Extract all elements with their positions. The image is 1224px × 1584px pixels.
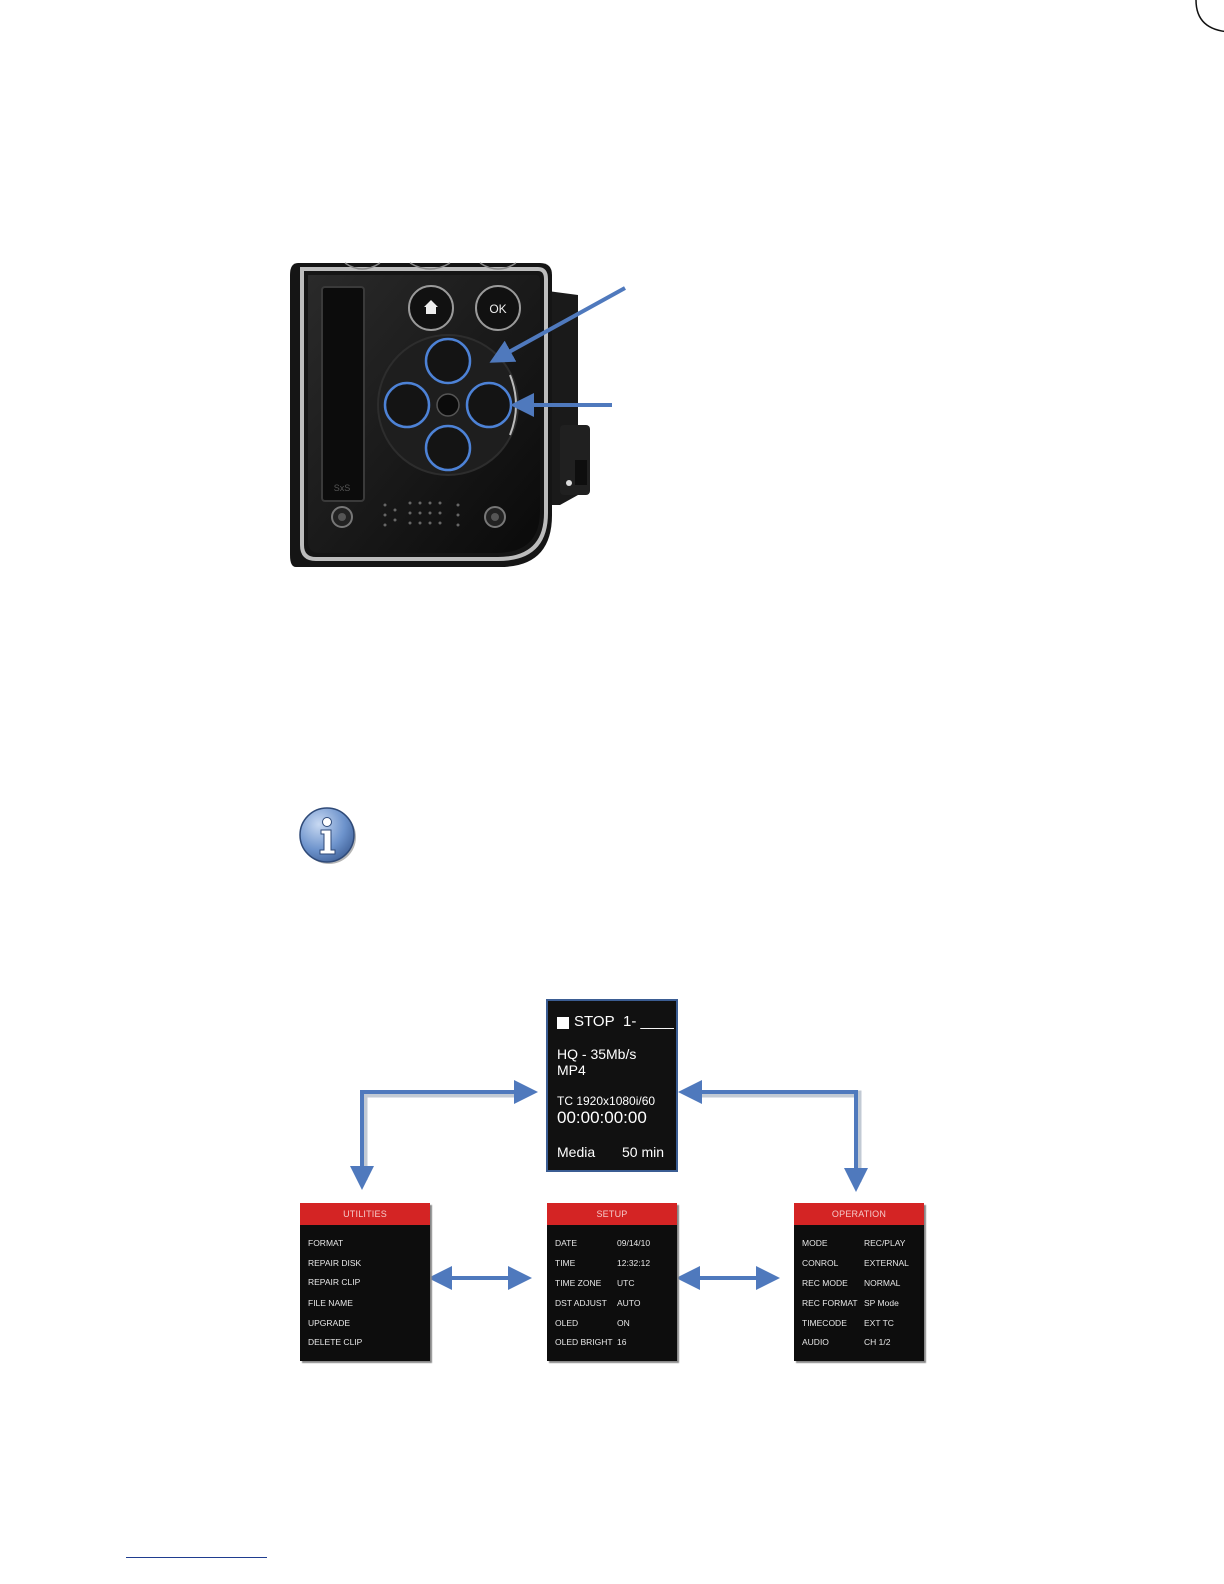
setup-menu-title: SETUP (547, 1203, 677, 1225)
utilities-item[interactable]: REPAIR CLIP (308, 1277, 361, 1287)
operation-item-key[interactable]: AUDIO (802, 1337, 829, 1347)
operation-item-value: REC/PLAY (864, 1238, 906, 1248)
utilities-item[interactable]: REPAIR DISK (308, 1258, 362, 1268)
setup-item-key[interactable]: TIME (555, 1258, 576, 1268)
operation-item-value: EXT TC (864, 1318, 894, 1328)
operation-item-value: NORMAL (864, 1278, 901, 1288)
operation-item-key[interactable]: CONROL (802, 1258, 839, 1268)
operation-item-key[interactable]: TIMECODE (802, 1318, 847, 1328)
operation-menu: OPERATION MODE REC/PLAY CONROL EXTERNAL … (794, 1203, 924, 1361)
media-label: Media (557, 1144, 596, 1160)
setup-item-value: 12:32:12 (617, 1258, 651, 1268)
utilities-menu-title: UTILITIES (300, 1203, 430, 1225)
page-corner-arc (1195, 0, 1224, 33)
setup-item-key[interactable]: OLED BRIGHT (555, 1337, 613, 1347)
operation-item-value: EXTERNAL (864, 1258, 909, 1268)
recorder-device-image: SxS OK (290, 262, 590, 567)
clip-number: 1- ____ (623, 1013, 674, 1030)
setup-menu: SETUP DATE 09/14/10 TIME 12:32:12 TIME Z… (547, 1203, 677, 1361)
operation-item-key[interactable]: REC MODE (802, 1278, 848, 1288)
info-icon (299, 807, 356, 864)
utilities-item[interactable]: FORMAT (308, 1238, 344, 1248)
svg-text:SxS: SxS (334, 483, 351, 493)
operation-item-value: CH 1/2 (864, 1337, 891, 1347)
utilities-item[interactable]: FILE NAME (308, 1298, 353, 1308)
operation-item-value: SP Mode (864, 1298, 899, 1308)
svg-text:OK: OK (489, 302, 506, 316)
utilities-menu: UTILITIES FORMAT REPAIR DISK REPAIR CLIP… (300, 1203, 430, 1361)
setup-item-key[interactable]: OLED (555, 1318, 579, 1328)
status-screen: STOP 1- ____ HQ - 35Mb/s MP4 TC 1920x108… (546, 999, 678, 1172)
setup-item-value: 16 (617, 1337, 627, 1347)
timecode-text: 00:00:00:00 (557, 1108, 647, 1127)
setup-item-value: UTC (617, 1278, 635, 1288)
setup-item-value: 09/14/10 (617, 1238, 651, 1248)
operation-item-key[interactable]: REC FORMAT (802, 1298, 858, 1308)
utilities-item[interactable]: DELETE CLIP (308, 1337, 363, 1347)
utilities-item[interactable]: UPGRADE (308, 1318, 351, 1328)
media-value: 50 min (622, 1144, 665, 1160)
setup-item-key[interactable]: DATE (555, 1238, 578, 1248)
tc-format-text: TC 1920x1080i/60 (557, 1094, 656, 1108)
setup-item-value: ON (617, 1318, 630, 1328)
setup-item-key[interactable]: DST ADJUST (555, 1298, 607, 1308)
container-text: MP4 (557, 1062, 586, 1078)
setup-item-value: AUTO (617, 1298, 641, 1308)
footnote-separator (126, 1557, 267, 1558)
setup-item-key[interactable]: TIME ZONE (555, 1278, 602, 1288)
stop-label: STOP (574, 1013, 615, 1030)
operation-item-key[interactable]: MODE (802, 1238, 828, 1248)
quality-text: HQ - 35Mb/s (557, 1046, 637, 1062)
operation-menu-title: OPERATION (794, 1203, 924, 1225)
stop-icon (557, 1017, 569, 1029)
